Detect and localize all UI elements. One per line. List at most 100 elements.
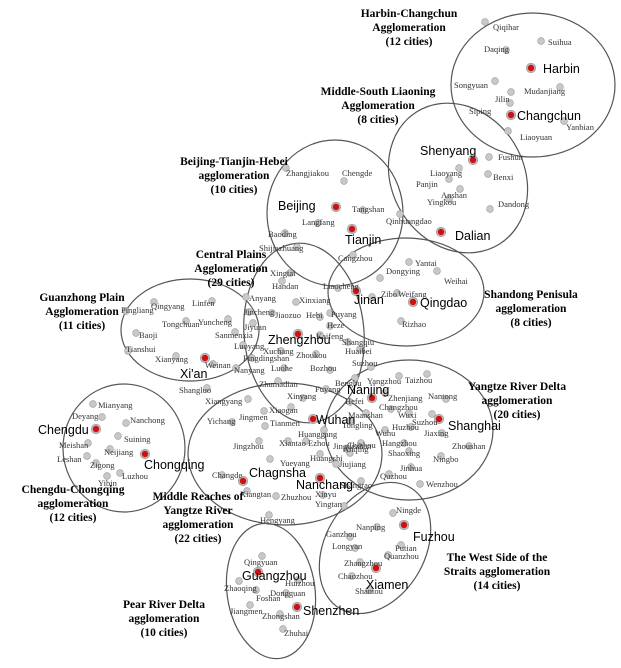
city-point-jingmen [260, 407, 268, 415]
city-label-yanbian: Yanbian [566, 122, 595, 132]
city-label-zhangzhou: Zhangzhou [344, 558, 383, 568]
city-label-mianyang: Mianyang [98, 400, 133, 410]
core-city-point-changchun [507, 111, 515, 119]
city-point-xingtai [286, 269, 294, 277]
core-city-point-shenyang [469, 156, 477, 164]
city-point-chengde [340, 177, 348, 185]
city-label-neijiang: Neijiang [104, 447, 134, 457]
city-point-jingdezhen [343, 445, 351, 453]
city-point-wenzhou [416, 480, 424, 488]
city-label-jiaozuo: Jiaozuo [275, 310, 301, 320]
city-label-xuchang: Xuchang [263, 346, 294, 356]
city-point-yingkou [445, 195, 453, 203]
city-point-zhuzhou [272, 492, 280, 500]
city-label-qingyuan: Qingyuan [244, 557, 278, 567]
city-point-baoding [281, 229, 289, 237]
core-city-label-dalian: Dalian [455, 229, 490, 243]
city-label-mudanjiang: Mudanjiang [524, 86, 566, 96]
core-city-label-nanjing: Nanjing [347, 383, 389, 397]
city-point-pingliang [122, 307, 130, 315]
city-point-kaifeng [316, 331, 324, 339]
city-label-heze: Heze [327, 320, 345, 330]
city-point-hangzhou [400, 439, 408, 447]
city-label-chaozhou: Chaozhou [338, 571, 373, 581]
title-line: agglomeration [163, 519, 235, 531]
title-line: Pear River Delta [123, 599, 205, 611]
city-point-anyang [242, 293, 250, 301]
city-label-wenzhou: Wenzhou [426, 479, 459, 489]
core-city-label-chongqing: Chongqing [144, 458, 205, 472]
city-label-zhongshan: Zhongshan [262, 611, 301, 621]
title-line: Harbin-Changchun [361, 8, 458, 20]
city-point-xiangtan [243, 487, 251, 495]
city-point-fushun [485, 153, 493, 161]
city-label-suzhou: Suzhou [352, 358, 378, 368]
core-city-label-shenzhen: Shenzhen [303, 604, 359, 618]
city-label-shijiazhuang: Shijiazhuang [259, 243, 304, 253]
city-point-nantong [442, 395, 450, 403]
city-point-yingtan [340, 502, 348, 510]
city-point-yichang [228, 418, 236, 426]
city-label-suihua: Suihua [548, 37, 572, 47]
city-label-leshan: Leshan [57, 454, 82, 464]
core-city-label-jinan: Jinan [354, 293, 384, 307]
city-label-yangzhou: Yangzhou [367, 376, 402, 386]
city-label-langfang: Langfang [302, 217, 335, 227]
city-point-shijiazhuang [293, 243, 301, 251]
city-label-fushun: Fushun [498, 152, 524, 162]
city-point-chizhou [357, 439, 365, 447]
city-point-bengbu [351, 374, 359, 382]
city-label-siping: Siping [469, 106, 492, 116]
city-point-weihai [433, 267, 441, 275]
city-point-taizhou [423, 370, 431, 378]
city-label-jinhua: Jinhua [400, 463, 422, 473]
city-point-mudanjiang [556, 83, 564, 91]
city-point-ningde [389, 509, 397, 517]
city-label-baoji: Baoji [139, 330, 158, 340]
city-point-jilin [507, 88, 515, 96]
city-point-huangshi [316, 450, 324, 458]
title-line: Agglomeration [45, 306, 119, 318]
title-line: The West Side of the [447, 552, 548, 564]
city-label-bengbu: Bengbu [335, 378, 362, 388]
city-label-huanggang: Huanggang [298, 429, 338, 439]
city-label-zhangjiakou: Zhangjiakou [286, 168, 330, 178]
city-point-xuchang [277, 347, 285, 355]
city-point-shangrao [357, 477, 365, 485]
city-label-weifang: Weifang [398, 289, 427, 299]
city-point-huanggang [320, 426, 328, 434]
city-point-wuhu [381, 426, 389, 434]
core-city-label-qingdao: Qingdao [420, 296, 467, 310]
city-point-shangqiu [344, 338, 352, 346]
city-label-yuncheng: Yuncheng [198, 317, 233, 327]
city-label-longyan: Longyan [332, 541, 363, 551]
boundary-shandong-peninsula [327, 237, 485, 347]
title-line: Yangtze River [163, 505, 232, 517]
city-point-hefei [346, 398, 354, 406]
city-label-yibin: Yibin [98, 478, 118, 488]
city-label-shangqiu: Shangqiu [342, 337, 375, 347]
city-point-ningbo [437, 452, 445, 460]
city-label-qinhuangdao: Qinhuangdao [386, 216, 432, 226]
city-point-ganzhou [346, 533, 354, 541]
city-point-shaoxing [405, 447, 413, 455]
title-line: (12 cities) [386, 36, 433, 48]
city-point-luoyang [239, 341, 247, 349]
title-line: (20 cities) [494, 409, 541, 421]
city-point-yuncheng [224, 315, 232, 323]
core-city-point-fuzhou [400, 521, 408, 529]
city-point-nanping [373, 523, 381, 531]
city-point-xianyang [172, 352, 180, 360]
city-label-chengde: Chengde [342, 168, 372, 178]
city-point-linfen [208, 297, 216, 305]
city-label-zhumadian: Zhumadian [259, 379, 298, 389]
core-city-label-shanghai: Shanghai [448, 419, 501, 433]
city-label-shantou: Shantou [355, 586, 384, 596]
city-point-zigong [92, 459, 100, 467]
city-label-baoding: Baoding [268, 229, 298, 239]
city-point-ezhou [302, 437, 310, 445]
